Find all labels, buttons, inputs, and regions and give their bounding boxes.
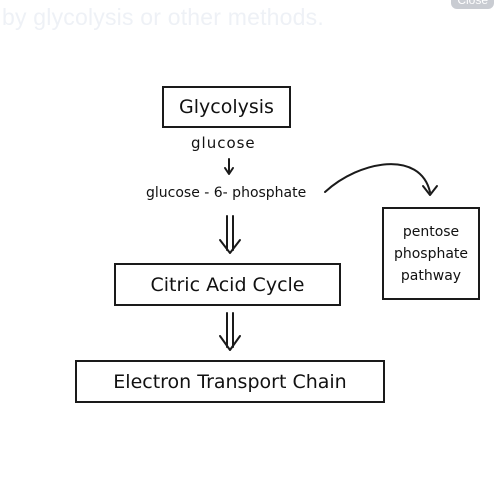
glycolysis-label: Glycolysis [179,96,274,118]
double-arrow-citric-to-etc [219,312,241,351]
double-arrow-g6p-to-citric [219,215,241,254]
pentose-phosphate-pathway-box: pentose phosphate pathway [382,207,480,300]
citric-acid-cycle-box: Citric Acid Cycle [114,263,341,306]
glycolysis-box: Glycolysis [162,86,291,128]
caption-text: by glycolysis or other methods. [2,4,324,30]
citric-acid-cycle-label: Citric Acid Cycle [150,273,305,296]
glucose-6-phosphate-label: glucose - 6- phosphate [146,185,307,201]
electron-transport-chain-box: Electron Transport Chain [75,360,385,403]
curved-arrow-to-pentose [324,163,438,196]
electron-transport-chain-label: Electron Transport Chain [113,370,347,393]
pentose-label-line-1: pentose [402,223,460,240]
pentose-label-line-2: phosphate [393,245,469,262]
glucose-label: glucose [191,134,256,152]
arrow-glucose-to-g6p [224,158,234,175]
pentose-label-line-3: pathway [400,267,462,284]
close-button[interactable]: Close [451,0,494,9]
